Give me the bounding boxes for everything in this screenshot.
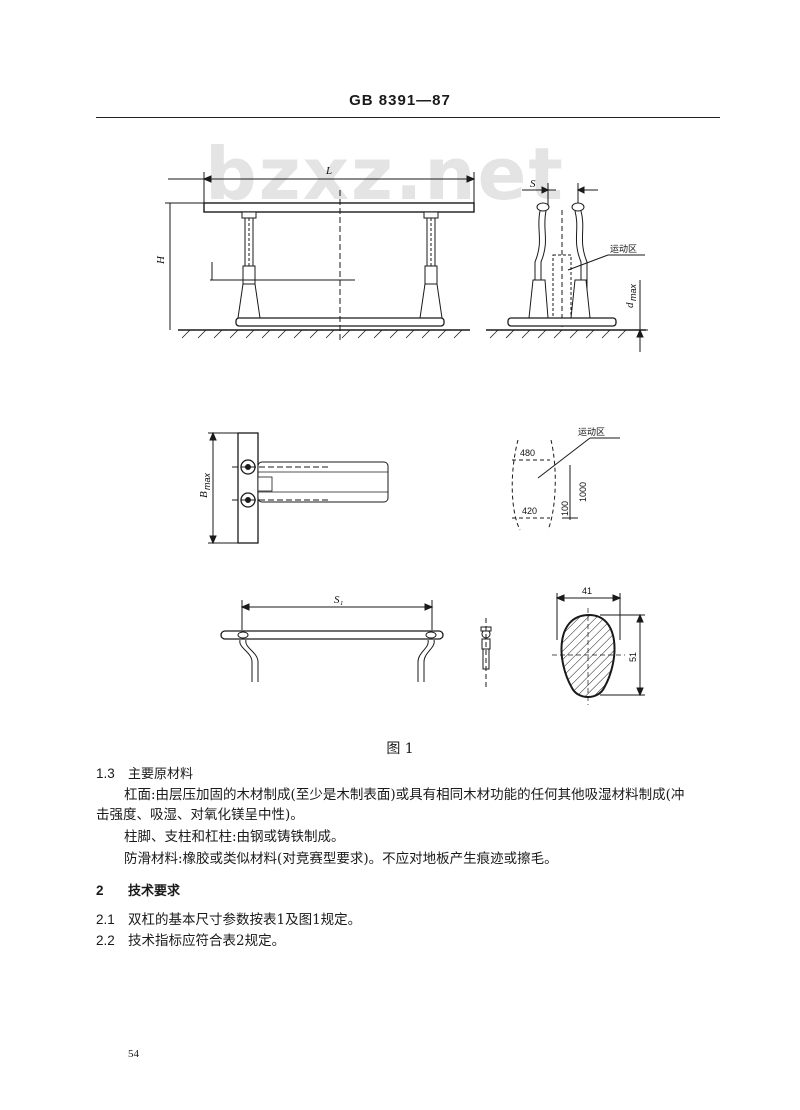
label-420: 420 (522, 506, 537, 516)
figure-1: L H S 运动区 d max B max 运动区 480 420 100 10… (155, 165, 648, 705)
label-41: 41 (582, 586, 592, 596)
label-d-max: d max (624, 283, 638, 308)
standard-code: GB 8391—87 (349, 92, 451, 109)
svg-text:max: max (628, 283, 638, 301)
page-number: 54 (128, 1048, 139, 1060)
svg-text:B: B (198, 491, 210, 498)
label-motion-zone-top: 运动区 (610, 244, 637, 255)
section-1-3-para-2: 柱脚、支柱和杠柱:由钢或铸铁制成。 (124, 829, 345, 845)
motion-zone-plan (511, 437, 620, 531)
label-51: 51 (628, 652, 638, 662)
label-B-max: B max (198, 472, 212, 498)
side-view-drawing (165, 172, 476, 340)
label-1000: 1000 (578, 482, 588, 502)
label-100: 100 (560, 501, 570, 516)
label-480: 480 (520, 448, 535, 458)
label-L: L (325, 165, 332, 177)
bar-cross-section (552, 593, 645, 705)
label-motion-zone-mid: 运动区 (578, 427, 605, 438)
bar-plan-view (220, 600, 444, 682)
section-1-3-para-1b: 击强度、吸湿、对氧化镁呈中性)。 (96, 807, 304, 823)
label-S: S (530, 178, 536, 190)
small-upright (480, 618, 492, 690)
section-1-3-para-3: 防滑材料:橡胶或类似材料(对竞赛型要求)。不应对地板产生痕迹或擦毛。 (124, 851, 558, 867)
svg-text:d: d (624, 302, 636, 308)
label-S1: S₁ (334, 594, 344, 606)
section-1-3-para-1a: 杠面:由层压加固的木材制成(至少是木制表面)或具有相同木材功能的任何其他吸湿材料… (124, 787, 685, 803)
header-rule (96, 117, 720, 118)
label-H: H (155, 255, 167, 265)
watermark: bzxz.net (205, 132, 565, 216)
svg-text:max: max (202, 472, 212, 490)
top-view-detail (208, 431, 389, 545)
end-view-drawing (486, 183, 648, 352)
figure-caption: 图 1 (386, 741, 414, 757)
